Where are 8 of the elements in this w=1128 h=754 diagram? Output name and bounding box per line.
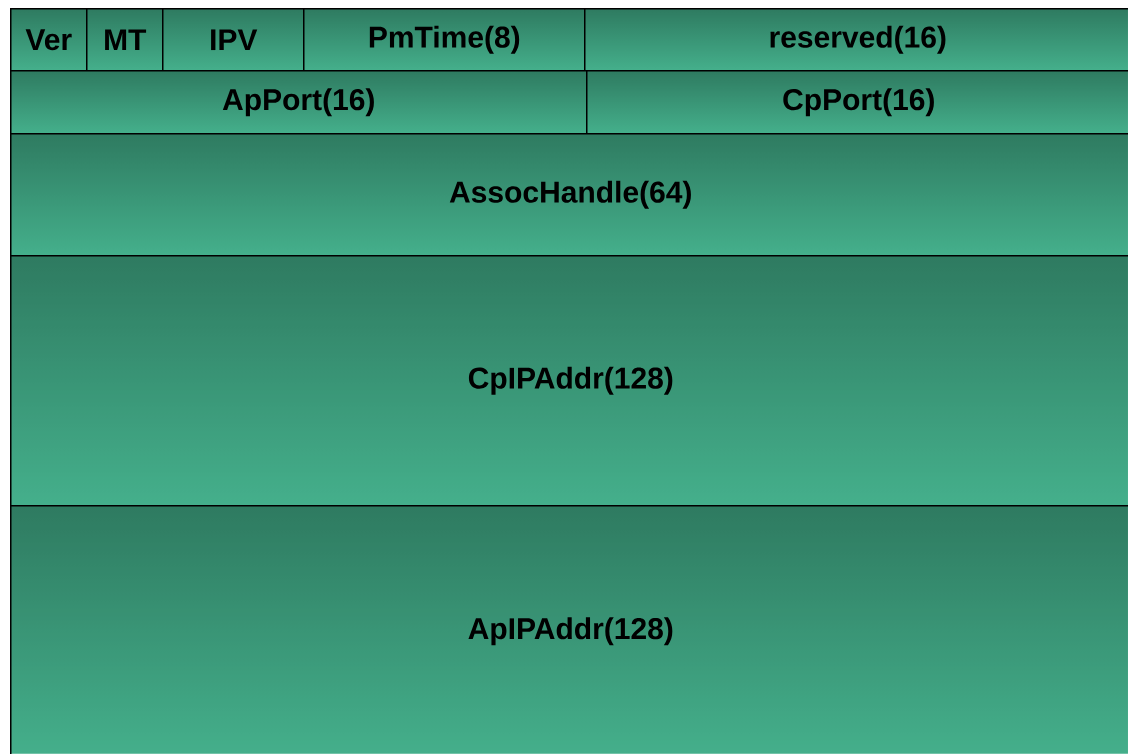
field-box: CpPort(16) [586, 70, 1128, 135]
field-box: AssocHandle(64) [10, 133, 1128, 257]
field-box: Ver [10, 8, 88, 72]
field-box: ApIPAddr(128) [10, 505, 1128, 754]
field-box: CpIPAddr(128) [10, 255, 1128, 507]
field-box: reserved(16) [584, 8, 1128, 72]
field-box: IPV [162, 8, 305, 72]
field-box: MT [86, 8, 164, 72]
